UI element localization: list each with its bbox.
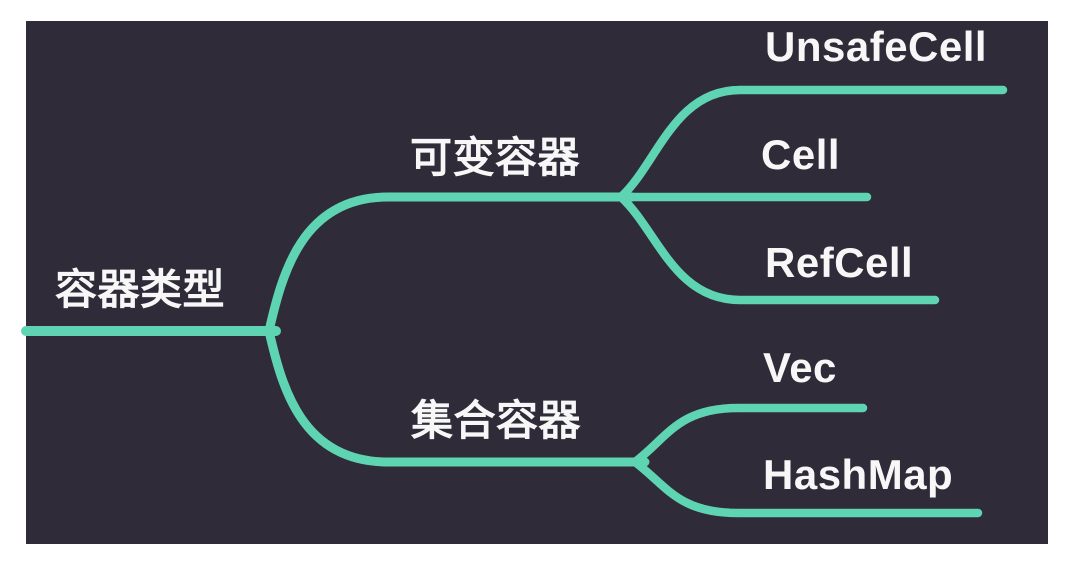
node-cell[interactable]: Cell	[761, 131, 841, 178]
node-vec[interactable]: Vec	[763, 344, 837, 391]
node-collection-containers[interactable]: 集合容器	[411, 397, 582, 444]
node-container-types[interactable]: 容器类型	[55, 266, 226, 313]
node-mutable-containers[interactable]: 可变容器	[410, 134, 581, 181]
node-hashmap[interactable]: HashMap	[763, 451, 954, 498]
node-refcell[interactable]: RefCell	[765, 239, 914, 286]
node-unsafecell[interactable]: UnsafeCell	[765, 23, 988, 70]
